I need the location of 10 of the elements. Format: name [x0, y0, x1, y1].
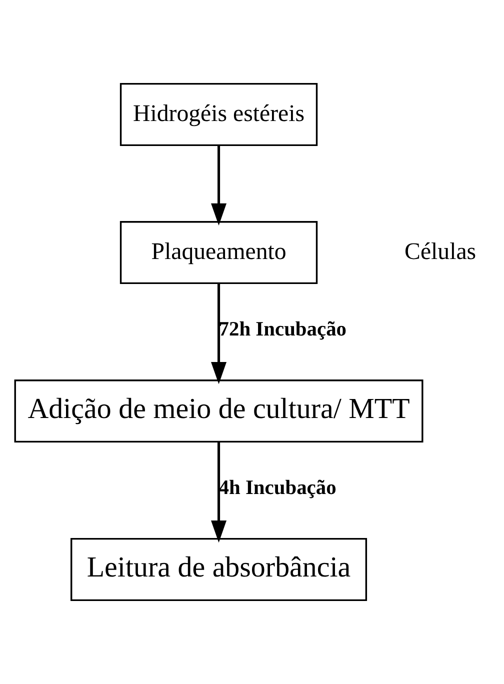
arrow	[211, 283, 227, 384]
edge-label: 72h Incubação	[218, 318, 347, 340]
edge-label: 4h Incubação	[218, 476, 336, 499]
node-box: Hidrogéis estéreis	[120, 82, 318, 146]
label: Células	[404, 238, 476, 265]
arrow	[211, 442, 227, 543]
node-box: Leitura de absorbância	[70, 538, 368, 602]
arrow	[211, 145, 227, 226]
node-box: Adição de meio de cultura/ MTT	[14, 380, 424, 443]
node-box: Plaqueamento	[120, 221, 318, 284]
